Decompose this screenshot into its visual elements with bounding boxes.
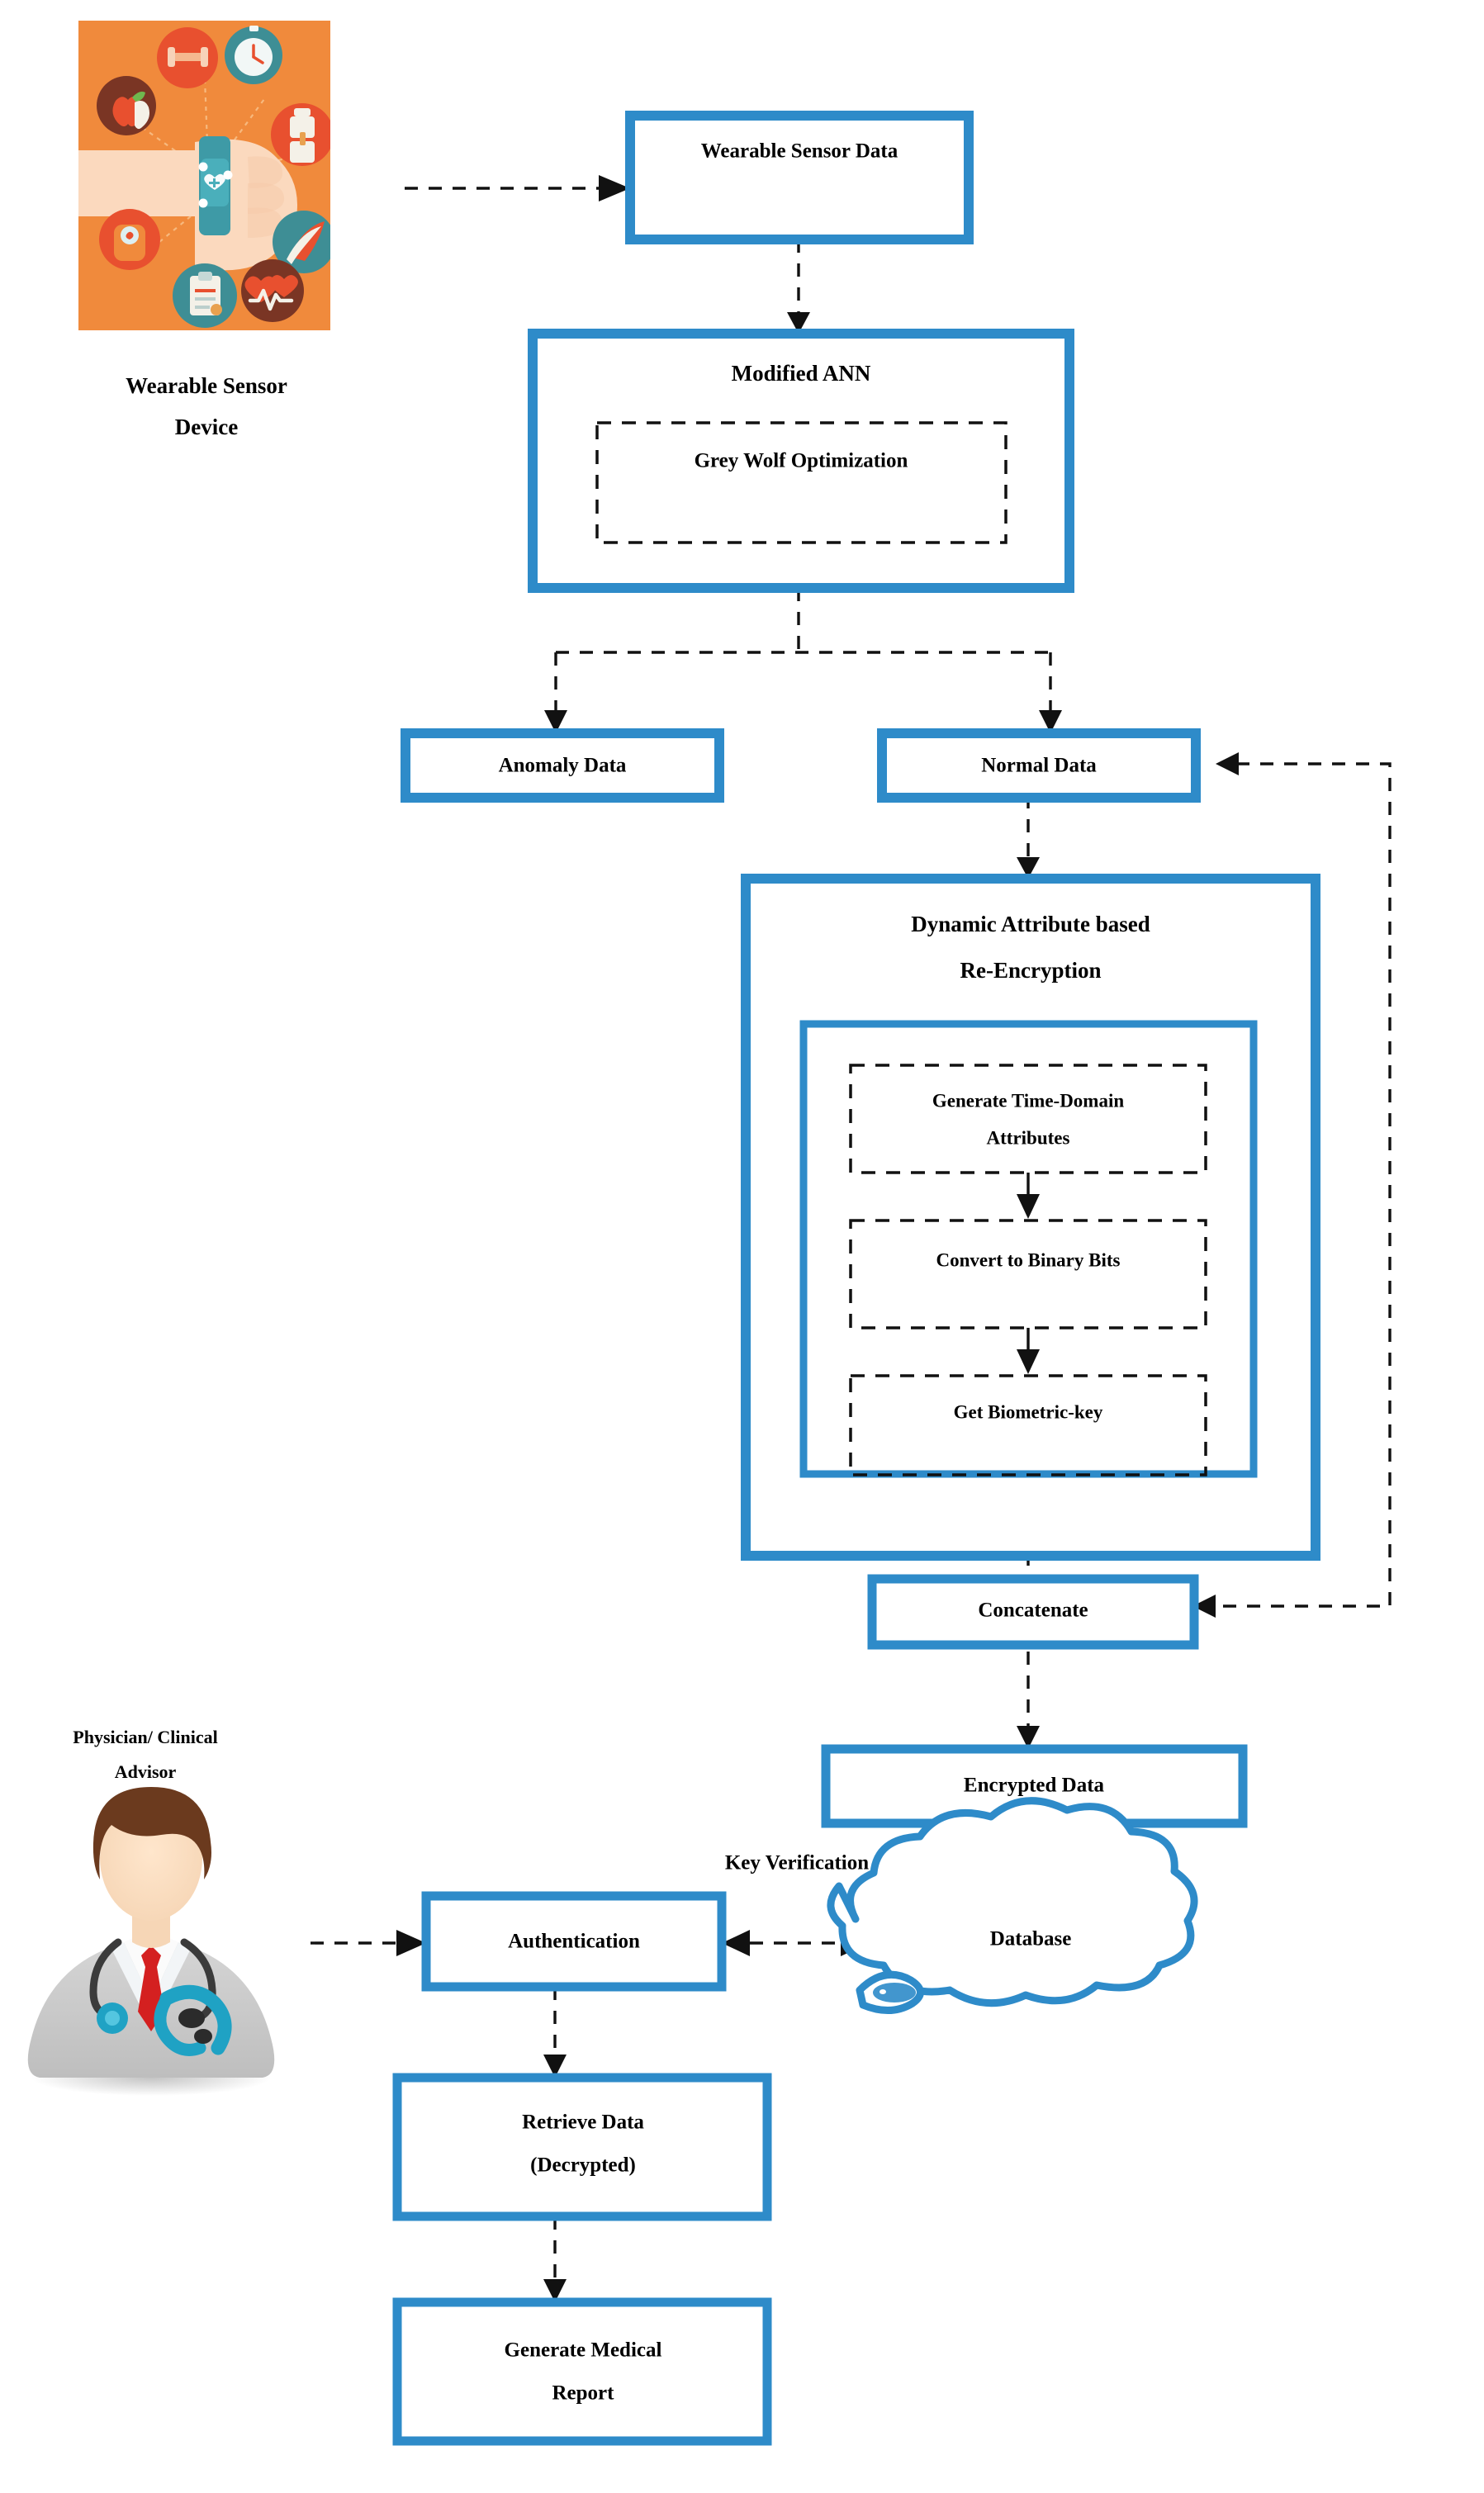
normal-data-label: Normal Data <box>981 755 1097 777</box>
node-generate-medical-report[interactable]: Generate Medical Report <box>392 2297 772 2446</box>
physician-caption-line1: Physician/ Clinical <box>73 1727 217 1747</box>
water-bottle-icon <box>271 103 330 166</box>
biometric-key-pipeline-container <box>799 1020 1258 1478</box>
dynamic-reencryption-label-line2: Re-Encryption <box>960 958 1102 983</box>
heartbeat-icon <box>241 259 304 322</box>
apple-icon <box>97 76 156 135</box>
get-biometric-key-label: Get Biometric-key <box>954 1401 1103 1422</box>
generate-report-label-line1: Generate Medical <box>505 2339 662 2362</box>
shoe-icon <box>273 211 330 273</box>
anomaly-data-label: Anomaly Data <box>499 755 627 777</box>
node-dynamic-reencryption[interactable]: Dynamic Attribute based Re-Encryption Ge… <box>741 874 1320 1561</box>
authentication-label: Authentication <box>508 1931 640 1953</box>
node-anomaly-data[interactable]: Anomaly Data <box>401 728 724 803</box>
dumbbell-icon <box>157 27 218 88</box>
node-concatenate[interactable]: Concatenate <box>867 1574 1199 1650</box>
stopwatch-icon <box>225 26 282 84</box>
node-generate-time-domain-attributes[interactable]: Generate Time-Domain Attributes <box>849 1064 1207 1174</box>
grey-wolf-optimization-label: Grey Wolf Optimization <box>695 450 908 472</box>
edge-ann-split <box>554 588 1052 710</box>
convert-binary-label: Convert to Binary Bits <box>936 1249 1121 1270</box>
wearable-caption-line2: Device <box>175 415 238 439</box>
generate-attributes-label-line2: Attributes <box>987 1127 1070 1148</box>
wearable-sensor-illustration: Wearable Sensor Device <box>78 21 330 439</box>
dynamic-reencryption-label-line1: Dynamic Attribute based <box>911 912 1150 936</box>
node-modified-ann[interactable]: Modified ANN Grey Wolf Optimization <box>528 329 1074 593</box>
generate-report-label-line2: Report <box>552 2382 615 2405</box>
edge-feedback-loop <box>1199 762 1392 1608</box>
node-retrieve-data[interactable]: Retrieve Data (Decrypted) <box>392 2073 772 2221</box>
physician-illustration: Physician/ Clinical Advisor <box>27 1727 275 2096</box>
node-authentication[interactable]: Authentication <box>421 1891 727 1992</box>
database-label: Database <box>990 1928 1072 1950</box>
grey-wolf-optimization-box <box>595 421 1008 544</box>
generate-attributes-label-line1: Generate Time-Domain <box>932 1090 1125 1111</box>
concatenate-label: Concatenate <box>978 1600 1088 1622</box>
encrypted-data-label: Encrypted Data <box>964 1775 1105 1797</box>
clipboard-icon <box>173 263 237 328</box>
key-verification-label: Key Verification <box>725 1852 869 1874</box>
node-get-biometric-key[interactable]: Get Biometric-key <box>849 1374 1207 1476</box>
doctor-hair <box>92 1787 212 1879</box>
heart-icon <box>204 173 225 190</box>
node-wearable-sensor-data[interactable]: Wearable Sensor Data <box>625 111 974 244</box>
retrieve-data-label-line1: Retrieve Data <box>522 2111 644 2134</box>
modified-ann-label: Modified ANN <box>732 361 871 386</box>
node-normal-data[interactable]: Normal Data <box>877 728 1201 803</box>
physician-caption-line2: Advisor <box>115 1761 177 1782</box>
wearable-caption-line1: Wearable Sensor <box>126 373 287 398</box>
node-database-cloud[interactable]: Database <box>827 1797 1198 2015</box>
wearable-sensor-data-label: Wearable Sensor Data <box>701 140 898 163</box>
scale-icon <box>99 209 160 270</box>
retrieve-data-label-line2: (Decrypted) <box>530 2154 636 2177</box>
node-convert-binary-bits[interactable]: Convert to Binary Bits <box>849 1219 1207 1329</box>
